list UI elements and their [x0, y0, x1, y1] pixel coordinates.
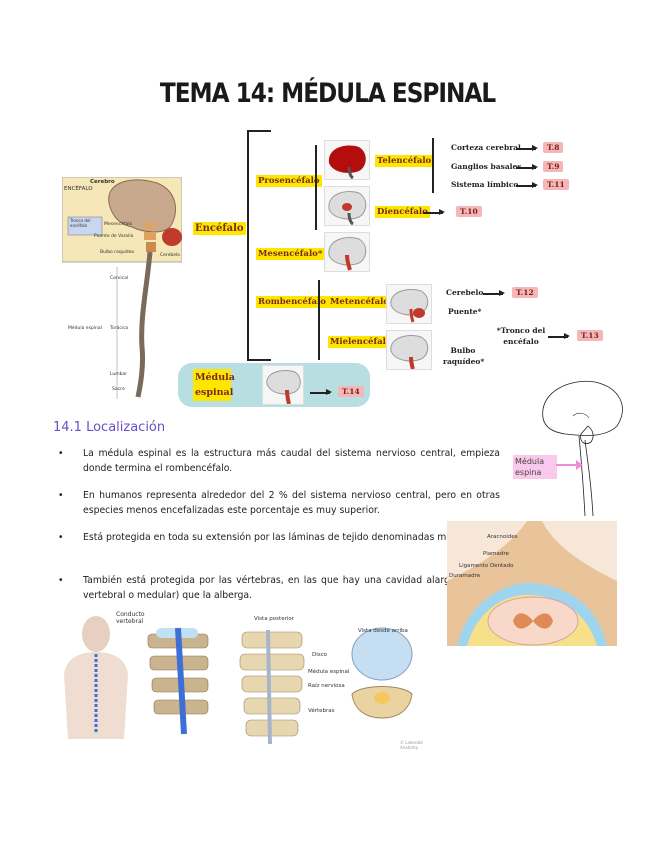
- puente-label: Puente de Varolio: [94, 234, 134, 239]
- metencefalo-box: Metencéfalo: [328, 296, 391, 308]
- meninges-figure: Aracnoides Piamadre Ligamento Dentado Du…: [447, 521, 617, 646]
- corteza-label: Corteza cerebral: [451, 143, 521, 152]
- posterior-label: Vista posterior: [254, 616, 294, 622]
- mesencefalo-brain-image: [324, 232, 370, 272]
- t8-tag: T.8: [543, 142, 564, 153]
- bulbo-label: Bulbo raquídeo*: [443, 346, 485, 366]
- puente-label: Puente*: [448, 307, 482, 316]
- brain-spine-illustration: [61, 176, 183, 399]
- raiz-label: Raíz nerviosa: [308, 683, 345, 689]
- t13-tag: T.13: [577, 330, 603, 341]
- mesencefalo-label: Mesencéfalo: [104, 222, 133, 227]
- bullet-2-text: En humanos representa alrededor del 2 % …: [83, 490, 500, 516]
- prosencefalo-bracket: [315, 145, 317, 230]
- bullet-1-text: La médula espinal es la estructura más c…: [83, 448, 500, 474]
- main-bracket: [247, 130, 249, 360]
- prosencefalo-box: Prosencéfalo: [256, 175, 322, 187]
- bullet-4: • También está protegida por las vértebr…: [58, 575, 500, 601]
- telencefalo-bracket: [432, 138, 434, 193]
- vertebra-label: Vértebras: [308, 708, 335, 714]
- mesencefalo-box: Mesencéfalo*: [256, 248, 325, 260]
- t10-tag: T.10: [456, 206, 482, 217]
- tronco-label: Tronco del encéfalo: [70, 218, 91, 228]
- disco-label: Disco: [312, 652, 328, 658]
- mielencefalo-brain-image: [386, 330, 432, 370]
- cervical-label: Cervical: [110, 276, 129, 281]
- t11-tag: T.11: [543, 179, 569, 190]
- page-title: TEMA 14: MÉDULA ESPINAL: [159, 78, 496, 109]
- bullet-1: • La médula espinal es la estructura más…: [58, 448, 500, 474]
- sketch-arrow: [556, 464, 578, 466]
- cerebro-label: Cerebro: [90, 179, 115, 185]
- rombencefalo-bracket: [318, 280, 320, 360]
- mielencefalo-box: Mielencéfalo: [328, 336, 394, 348]
- ganglios-label: Ganglios basales: [451, 162, 522, 171]
- aracnoides-label: Aracnoides: [487, 534, 518, 540]
- section-heading: 14.1 Localización: [53, 420, 166, 435]
- encefalo-label: ENCÉFALO: [64, 186, 93, 192]
- bullet-3: • Está protegida en toda su extensión po…: [58, 530, 500, 545]
- sacro-label: Sacro: [112, 387, 125, 392]
- ligamento-label: Ligamento Dentado: [459, 563, 514, 569]
- credit-label: © Lakeside Anatomy: [400, 740, 423, 750]
- canal-label: Conducto vertebral: [116, 611, 145, 625]
- bulbo-label: Bulbo raquídeo: [100, 250, 135, 255]
- toracico-label: Torácico: [110, 326, 129, 331]
- medula-label: Médula espinal: [68, 326, 102, 331]
- vertebra-figure: Vista posterior Vista desde arriba Disco…: [232, 614, 442, 750]
- cerebelo-label: Cerebelo: [160, 253, 181, 258]
- t9-tag: T.9: [543, 161, 564, 172]
- brain-spine-figure: Cerebro ENCÉFALO Tronco del encéfalo Mes…: [61, 176, 183, 402]
- bullet-3-text: Está protegida en toda su extensión por …: [83, 532, 486, 543]
- brain-sketch: [533, 378, 633, 518]
- metencefalo-brain-image: [386, 284, 432, 324]
- duramadre-label: Duramadre: [449, 573, 481, 579]
- encefalo-box: Encéfalo: [193, 222, 246, 235]
- t14-tag: T.14: [338, 386, 364, 397]
- t12-tag: T.12: [512, 287, 538, 298]
- bullet-4-text: También está protegida por las vértebras…: [83, 575, 500, 601]
- body-spine-figure: Conducto vertebral: [56, 611, 231, 739]
- sketch-label-text: Médula espina: [515, 457, 545, 477]
- lumbar-label: Lumbar: [110, 372, 128, 377]
- tronco-label: *Tronco del encéfalo: [496, 326, 546, 346]
- cerebelo-label: Cerebelo: [446, 288, 484, 297]
- medula-label: Médula espinal: [308, 669, 350, 675]
- medula-label: Médula espinal: [193, 369, 235, 401]
- rombencefalo-box: Rombencéfalo: [256, 296, 328, 308]
- arriba-label: Vista desde arriba: [358, 628, 408, 634]
- sketch-label: Médula espina: [513, 455, 557, 479]
- diencefalo-brain-image: [324, 186, 370, 226]
- diencefalo-box: Diencéfalo: [375, 206, 430, 218]
- telencefalo-box: Telencéfalo: [375, 155, 434, 167]
- bullet-2: • En humanos representa alrededor del 2 …: [58, 490, 500, 516]
- medula-brain-image: [262, 365, 304, 405]
- limbico-label: Sistema límbico: [451, 180, 519, 189]
- telencefalo-brain-image: [324, 140, 370, 180]
- piamadre-label: Piamadre: [483, 551, 509, 557]
